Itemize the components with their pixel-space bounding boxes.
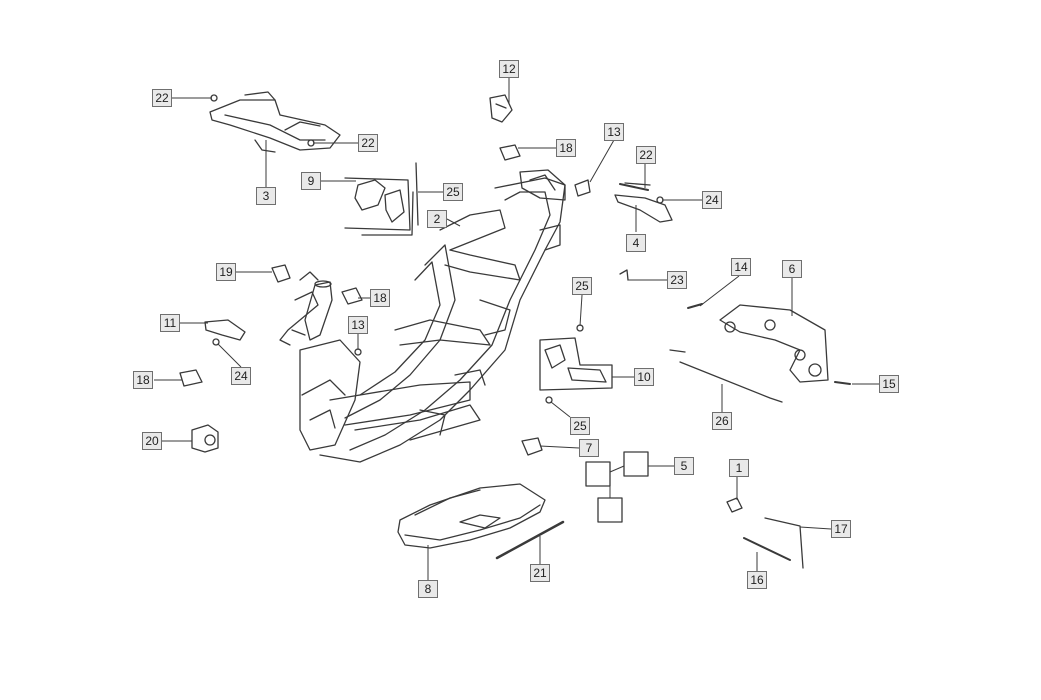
callout-22: 22 bbox=[636, 146, 656, 164]
callout-18: 18 bbox=[133, 371, 153, 389]
callout-12: 12 bbox=[499, 60, 519, 78]
rubber-part-13 bbox=[574, 179, 591, 197]
callout-24: 24 bbox=[231, 367, 251, 385]
callout-20: 20 bbox=[142, 432, 162, 450]
engine-hanger-part bbox=[719, 304, 829, 383]
bolt-part-22-c bbox=[619, 183, 649, 191]
callout-21: 21 bbox=[530, 564, 550, 582]
pad-part-5a bbox=[585, 461, 611, 487]
long-bolt-part bbox=[669, 349, 783, 403]
under-cover-part bbox=[397, 483, 546, 549]
callout-14: 14 bbox=[731, 258, 751, 276]
main-frame-part bbox=[299, 169, 566, 463]
bolt-part-17 bbox=[764, 517, 804, 569]
rubber-part-7 bbox=[521, 437, 543, 456]
callout-17: 17 bbox=[831, 520, 851, 538]
nut-part-25-b bbox=[545, 396, 553, 404]
pad-part-5b bbox=[623, 451, 649, 477]
rod-part bbox=[495, 520, 565, 560]
bolt-part-15 bbox=[834, 381, 851, 385]
bracket-assembly-part bbox=[344, 177, 414, 236]
leader-lines bbox=[154, 78, 879, 580]
callout-23: 23 bbox=[667, 271, 687, 289]
callout-26: 26 bbox=[712, 412, 732, 430]
clip-part-23 bbox=[619, 269, 629, 281]
callout-4: 4 bbox=[626, 234, 646, 252]
bolt-part-25-top bbox=[415, 162, 419, 226]
callout-2: 2 bbox=[427, 210, 447, 228]
clip-part-18-top bbox=[499, 144, 521, 161]
callout-18: 18 bbox=[556, 139, 576, 157]
callout-15: 15 bbox=[879, 375, 899, 393]
callout-19: 19 bbox=[216, 263, 236, 281]
callout-8: 8 bbox=[418, 580, 438, 598]
callout-25: 25 bbox=[572, 277, 592, 295]
clip-part-18-left bbox=[179, 369, 203, 387]
clip-part-19 bbox=[271, 264, 291, 283]
bracket-part-11 bbox=[204, 319, 246, 341]
callout-6: 6 bbox=[782, 260, 802, 278]
callout-13: 13 bbox=[604, 123, 624, 141]
bolt-part-16 bbox=[743, 537, 791, 561]
callout-18: 18 bbox=[370, 289, 390, 307]
callout-3: 3 bbox=[256, 187, 276, 205]
callout-25: 25 bbox=[570, 417, 590, 435]
footrest-bracket-part bbox=[539, 337, 613, 391]
callout-22: 22 bbox=[358, 134, 378, 152]
small-bracket-part bbox=[614, 182, 673, 223]
callout-5: 5 bbox=[674, 457, 694, 475]
callout-24: 24 bbox=[702, 191, 722, 209]
callout-13: 13 bbox=[348, 316, 368, 334]
callout-10: 10 bbox=[634, 368, 654, 386]
nut-part-1 bbox=[726, 497, 743, 513]
clip-part-18-mid bbox=[341, 287, 363, 305]
nut-part-24-b bbox=[212, 338, 220, 346]
callout-11: 11 bbox=[160, 314, 180, 332]
callout-16: 16 bbox=[747, 571, 767, 589]
bolt-part-14 bbox=[687, 303, 703, 309]
callout-7: 7 bbox=[579, 439, 599, 457]
pad-part-5c bbox=[597, 497, 623, 523]
callout-9: 9 bbox=[301, 172, 321, 190]
clamp-part-20 bbox=[191, 424, 219, 453]
callout-25: 25 bbox=[443, 183, 463, 201]
mount-part-12 bbox=[489, 94, 513, 123]
callout-22: 22 bbox=[152, 89, 172, 107]
steering-head-part bbox=[279, 271, 333, 346]
callout-1: 1 bbox=[729, 459, 749, 477]
